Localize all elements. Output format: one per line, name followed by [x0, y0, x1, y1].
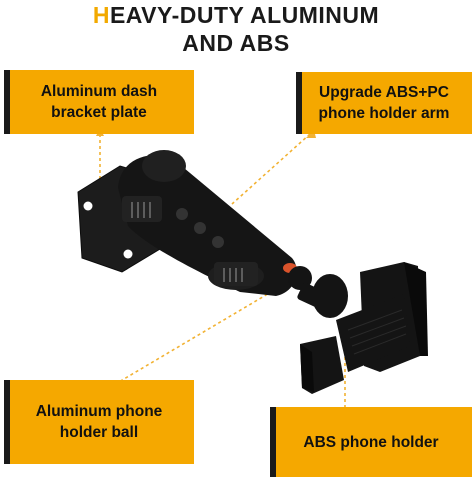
callout-accent-bar — [4, 70, 10, 134]
phone-holder-arm — [118, 150, 297, 296]
callout-phone-holder-arm: Upgrade ABS+PC phone holder arm — [296, 72, 472, 134]
phone-holder-clamp — [300, 262, 428, 394]
callout-dash-plate-line-1: Aluminum dash — [40, 83, 158, 100]
phone-holder-ball — [288, 266, 348, 318]
callout-arm-line-2: phone holder arm — [318, 105, 450, 122]
leader-line-arm — [231, 133, 311, 205]
callout-accent-bar — [270, 407, 276, 477]
leader-line-ball — [79, 281, 289, 406]
callout-ball-line-2: holder ball — [59, 424, 139, 441]
heading-line-1: HEAVY-DUTY ALUMINUM — [0, 2, 472, 29]
callout-ball-line-1: Aluminum phone — [35, 403, 163, 420]
callout-dash-plate-line-2: bracket plate — [51, 104, 147, 121]
heading-line-1-text: EAVY-DUTY ALUMINUM — [109, 2, 380, 28]
callout-accent-bar — [296, 72, 302, 134]
callout-phone-holder-ball: Aluminum phone holder ball — [4, 380, 194, 464]
callout-phone-holder: ABS phone holder — [270, 407, 472, 477]
callout-accent-bar — [4, 380, 10, 464]
callout-dash-bracket-plate: Aluminum dash bracket plate — [4, 70, 194, 134]
callout-holder-line-1: ABS phone holder — [303, 433, 439, 451]
callout-arm-line-1: Upgrade ABS+PC — [319, 84, 449, 101]
heading-line-2: AND ABS — [182, 30, 290, 56]
heading-accent-letter: H — [92, 2, 110, 28]
